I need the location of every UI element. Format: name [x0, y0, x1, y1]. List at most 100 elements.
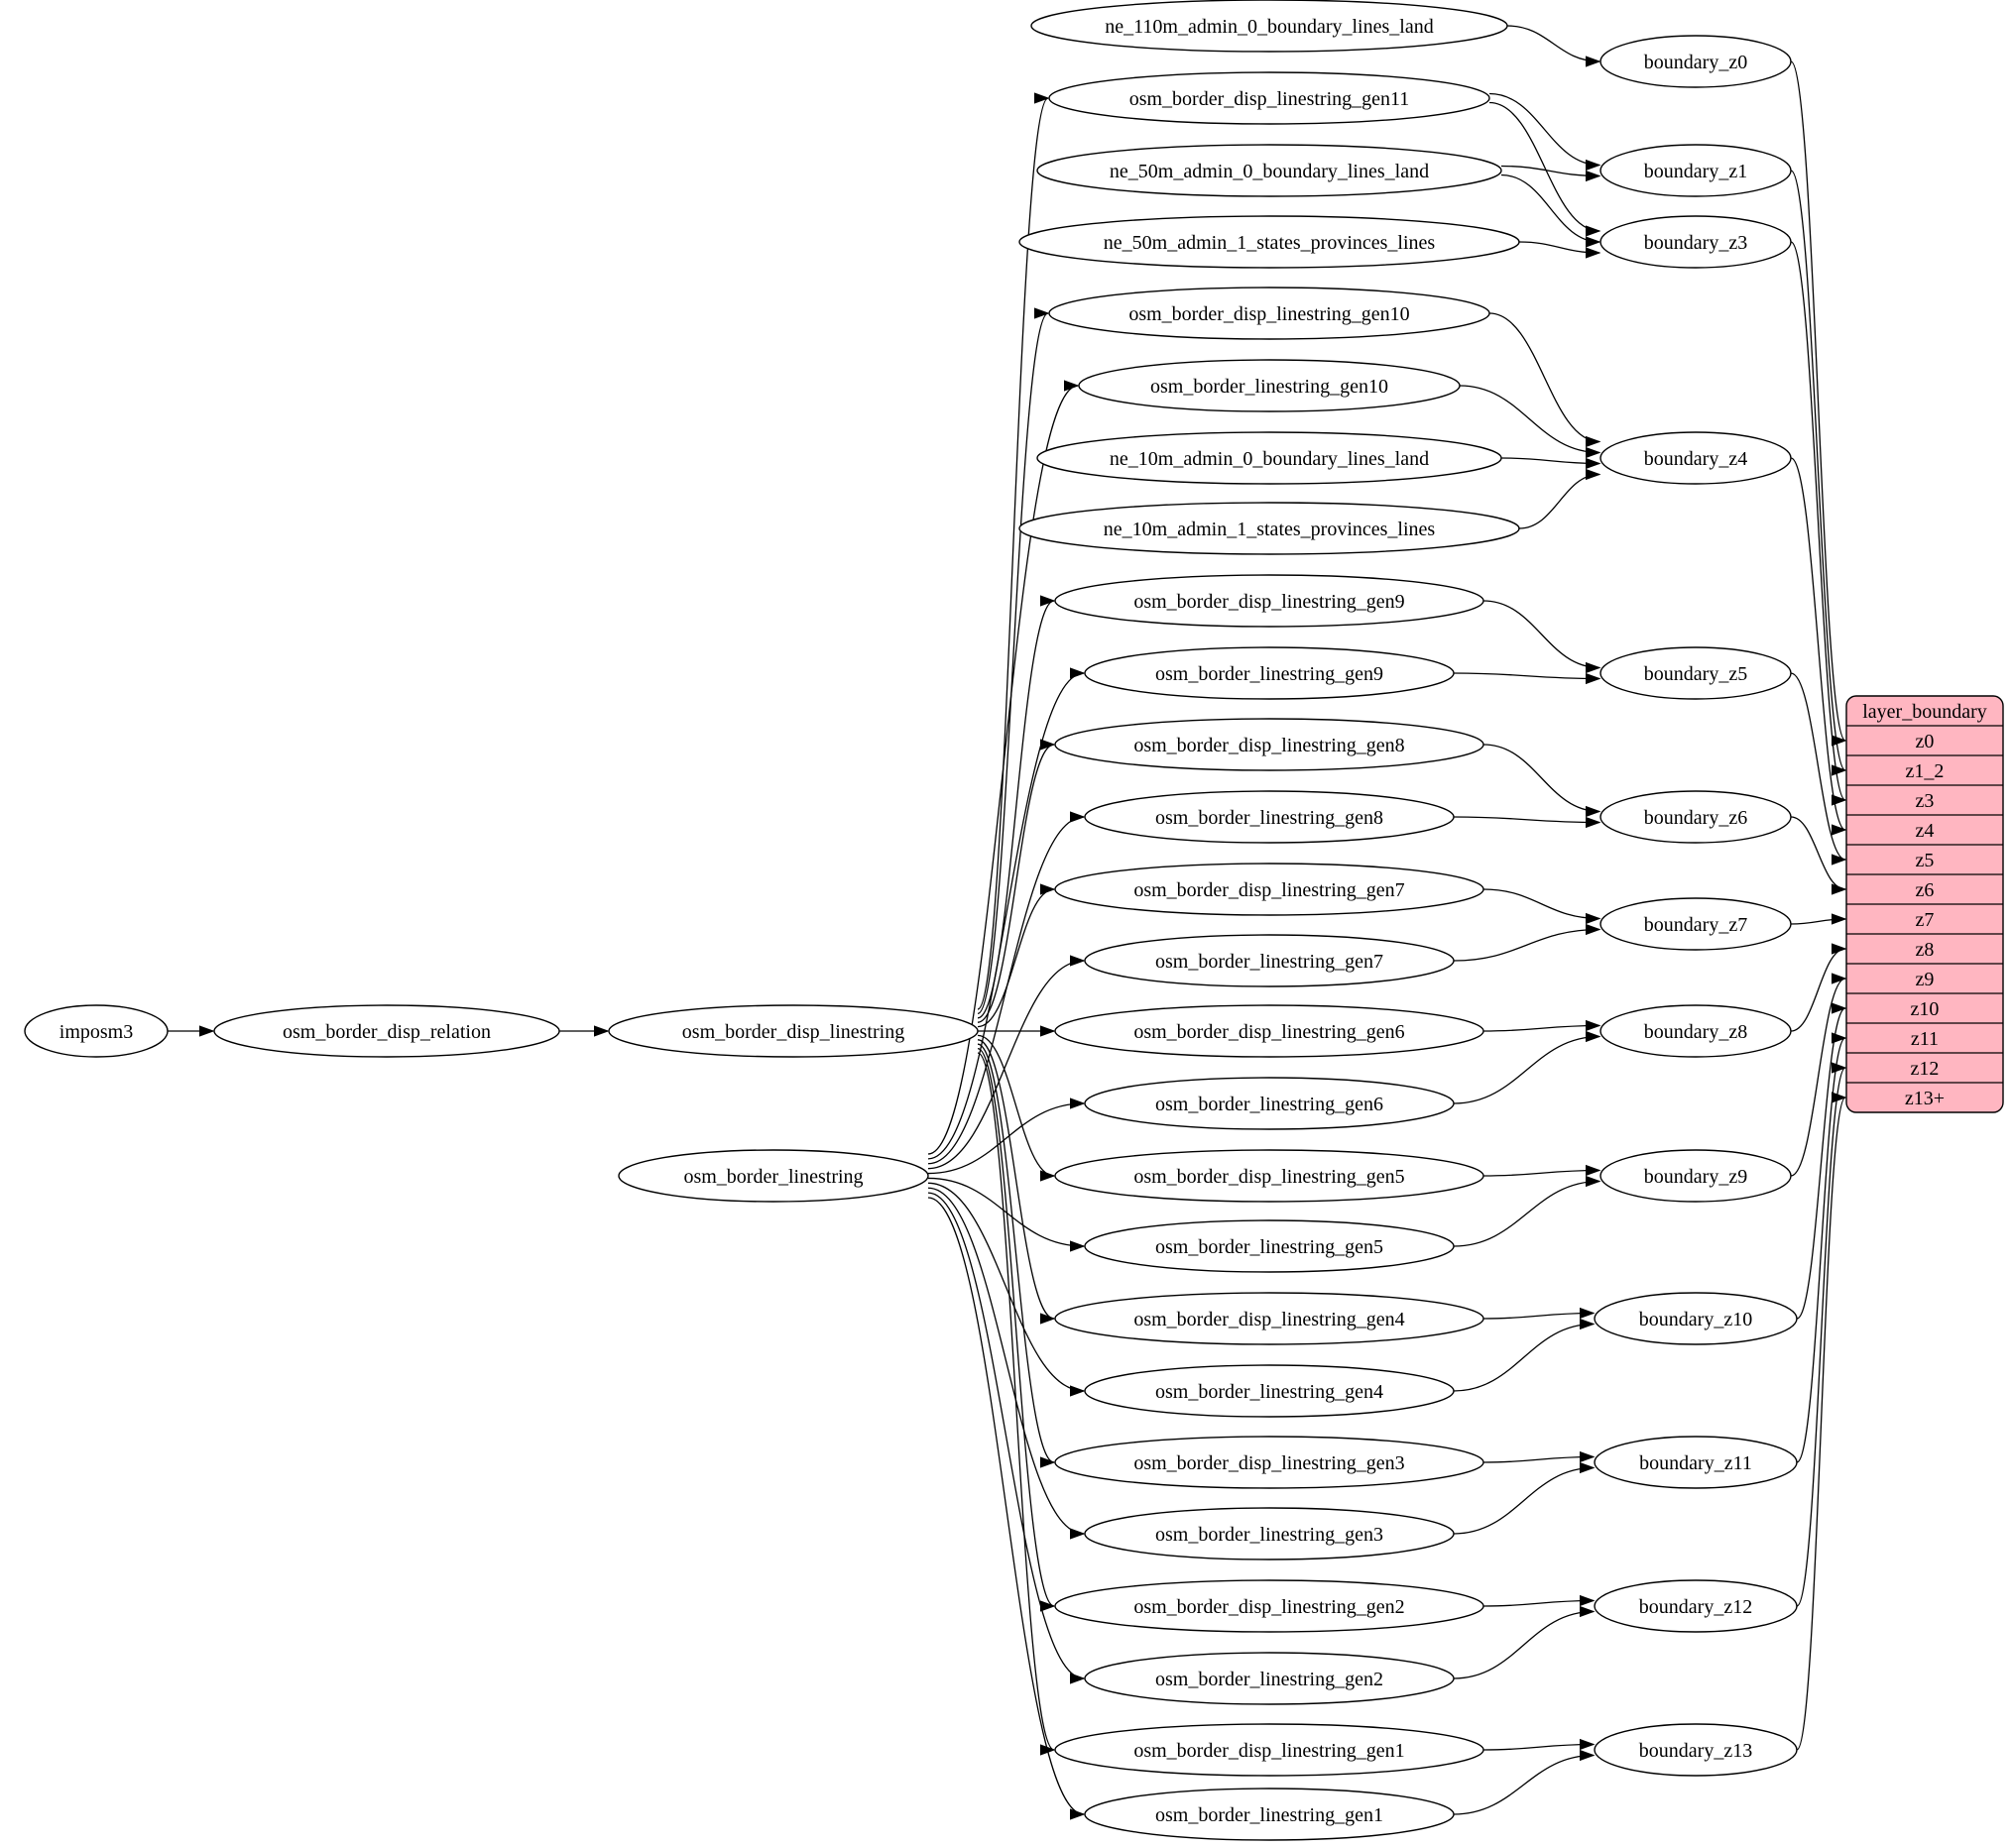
- edge-boundary_z0-to-layer_boundary_z0: [1790, 60, 1847, 747]
- node-boundary_z12: boundary_z12: [1594, 1579, 1798, 1633]
- edge-osm_border_linestring-to-osm_border_linestring_gen2: [927, 1192, 1086, 1684]
- edge-osm_border_disp_linestring-to-osm_border_disp_linestring_gen3: [977, 1043, 1056, 1468]
- node-label-boundary_z0: boundary_z0: [1644, 52, 1747, 73]
- table-row-z8: z8: [1916, 939, 1935, 961]
- edge-osm_border_linestring_gen5-to-boundary_z9: [1453, 1175, 1601, 1247]
- edge-osm_border_linestring-to-osm_border_linestring_gen1: [927, 1197, 1086, 1820]
- node-label-ne_50m_admin_0_boundary_lines_land: ne_50m_admin_0_boundary_lines_land: [1110, 161, 1429, 182]
- table-row-z0: z0: [1916, 731, 1935, 752]
- node-label-boundary_z9: boundary_z9: [1644, 1166, 1747, 1188]
- edge-ne_50m_admin_1_states_provinces_lines-to-boundary_z3: [1518, 241, 1601, 259]
- edge-boundary_z5-to-layer_boundary_z5: [1790, 672, 1847, 866]
- node-boundary_z13: boundary_z13: [1594, 1723, 1798, 1777]
- node-boundary_z7: boundary_z7: [1599, 897, 1792, 951]
- edge-osm_border_linestring-to-osm_border_linestring_gen10: [927, 380, 1080, 1155]
- node-osm_border_linestring_gen4: osm_border_linestring_gen4: [1084, 1364, 1455, 1418]
- edge-osm_border_disp_linestring_gen8-to-boundary_z6: [1482, 744, 1601, 818]
- edge-ne_50m_admin_0_boundary_lines_land-to-boundary_z3: [1500, 173, 1601, 248]
- node-label-boundary_z12: boundary_z12: [1639, 1596, 1752, 1618]
- edge-boundary_z9-to-layer_boundary_z9: [1790, 973, 1847, 1177]
- table-row-z11: z11: [1911, 1028, 1939, 1050]
- node-label-osm_border_disp_linestring_gen4: osm_border_disp_linestring_gen4: [1133, 1309, 1404, 1330]
- node-label-osm_border_linestring_gen9: osm_border_linestring_gen9: [1155, 663, 1383, 685]
- edge-ne_10m_admin_1_states_provinces_lines-to-boundary_z4: [1518, 468, 1601, 529]
- node-label-boundary_z6: boundary_z6: [1644, 807, 1747, 829]
- edge-osm_border_linestring-to-osm_border_linestring_gen8: [927, 811, 1086, 1165]
- edge-osm_border_linestring_gen1-to-boundary_z13: [1453, 1749, 1596, 1815]
- edge-boundary_z6-to-layer_boundary_z6: [1790, 816, 1847, 895]
- node-osm_border_disp_linestring: osm_border_disp_linestring: [608, 1004, 979, 1058]
- node-label-boundary_z8: boundary_z8: [1644, 1021, 1747, 1043]
- node-label-osm_border_disp_linestring_gen5: osm_border_disp_linestring_gen5: [1133, 1166, 1404, 1188]
- node-osm_border_linestring_gen1: osm_border_linestring_gen1: [1084, 1788, 1455, 1841]
- node-boundary_z8: boundary_z8: [1599, 1004, 1792, 1058]
- node-label-boundary_z10: boundary_z10: [1639, 1309, 1752, 1330]
- node-osm_border_disp_linestring_gen5: osm_border_disp_linestring_gen5: [1054, 1149, 1484, 1203]
- node-label-osm_border_linestring: osm_border_linestring: [683, 1166, 863, 1188]
- node-boundary_z0: boundary_z0: [1599, 35, 1792, 88]
- node-ne_50m_admin_0_boundary_lines_land: ne_50m_admin_0_boundary_lines_land: [1036, 144, 1502, 197]
- edge-osm_border_linestring_gen4-to-boundary_z10: [1453, 1318, 1596, 1392]
- node-ne_10m_admin_0_boundary_lines_land: ne_10m_admin_0_boundary_lines_land: [1036, 431, 1502, 485]
- edge-osm_border_linestring_gen3-to-boundary_z11: [1453, 1461, 1596, 1535]
- edge-ne_10m_admin_0_boundary_lines_land-to-boundary_z4: [1500, 457, 1601, 470]
- edges-layer: [168, 25, 1847, 1820]
- node-label-osm_border_linestring_gen5: osm_border_linestring_gen5: [1155, 1236, 1383, 1258]
- edge-osm_border_linestring_gen9-to-boundary_z5: [1453, 672, 1601, 685]
- edge-osm_border_disp_linestring_gen1-to-boundary_z13: [1482, 1738, 1596, 1751]
- node-label-osm_border_linestring_gen1: osm_border_linestring_gen1: [1155, 1804, 1383, 1826]
- node-label-boundary_z3: boundary_z3: [1644, 232, 1747, 254]
- edge-osm_border_disp_linestring_gen6-to-boundary_z8: [1482, 1019, 1601, 1032]
- edge-osm_border_linestring_gen7-to-boundary_z7: [1453, 923, 1601, 962]
- node-osm_border_linestring_gen5: osm_border_linestring_gen5: [1084, 1219, 1455, 1273]
- edge-osm_border_disp_linestring_gen3-to-boundary_z11: [1482, 1450, 1596, 1463]
- node-osm_border_linestring: osm_border_linestring: [618, 1149, 929, 1203]
- table-title: layer_boundary: [1862, 701, 1987, 723]
- table-row-z5: z5: [1916, 850, 1935, 871]
- edge-osm_border_disp_linestring_gen10-to-boundary_z4: [1488, 312, 1601, 448]
- node-label-ne_50m_admin_1_states_provinces_lines: ne_50m_admin_1_states_provinces_lines: [1104, 232, 1436, 254]
- edge-osm_border_linestring-to-osm_border_linestring_gen6: [927, 1097, 1086, 1175]
- edge-osm_border_disp_linestring-to-osm_border_disp_linestring_gen5: [977, 1034, 1056, 1182]
- edge-ne_110m_admin_0_boundary_lines_land-to-boundary_z0: [1506, 25, 1601, 67]
- edge-osm_border_disp_linestring-to-osm_border_disp_linestring_gen2: [977, 1047, 1056, 1612]
- edge-osm_border_disp_linestring-to-osm_border_disp_linestring_gen11: [977, 92, 1050, 1010]
- edge-osm_border_disp_linestring-to-osm_border_disp_linestring_gen10: [977, 307, 1050, 1015]
- node-osm_border_disp_linestring_gen7: osm_border_disp_linestring_gen7: [1054, 863, 1484, 916]
- node-label-osm_border_disp_linestring_gen6: osm_border_disp_linestring_gen6: [1133, 1021, 1404, 1043]
- table-row-z4: z4: [1916, 820, 1935, 842]
- node-osm_border_disp_linestring_gen3: osm_border_disp_linestring_gen3: [1054, 1436, 1484, 1489]
- table-node-layer_boundary: layer_boundaryz0z1_2z3z4z5z6z7z8z9z10z11…: [1845, 695, 2004, 1113]
- edge-boundary_z10-to-layer_boundary_z10: [1796, 1002, 1847, 1320]
- node-osm_border_disp_linestring_gen9: osm_border_disp_linestring_gen9: [1054, 574, 1484, 628]
- node-label-osm_border_disp_linestring_gen3: osm_border_disp_linestring_gen3: [1133, 1452, 1404, 1474]
- node-label-boundary_z4: boundary_z4: [1644, 448, 1747, 470]
- node-osm_border_disp_linestring_gen10: osm_border_disp_linestring_gen10: [1048, 287, 1490, 340]
- node-label-osm_border_disp_linestring_gen1: osm_border_disp_linestring_gen1: [1133, 1740, 1404, 1762]
- node-boundary_z9: boundary_z9: [1599, 1149, 1792, 1203]
- node-label-osm_border_disp_linestring_gen11: osm_border_disp_linestring_gen11: [1129, 88, 1410, 110]
- node-boundary_z11: boundary_z11: [1594, 1436, 1798, 1489]
- table-row-z10: z10: [1911, 998, 1940, 1020]
- node-osm_border_disp_linestring_gen6: osm_border_disp_linestring_gen6: [1054, 1004, 1484, 1058]
- node-osm_border_linestring_gen7: osm_border_linestring_gen7: [1084, 934, 1455, 987]
- node-osm_border_linestring_gen9: osm_border_linestring_gen9: [1084, 646, 1455, 700]
- table-row-z3: z3: [1916, 790, 1935, 812]
- edge-osm_border_disp_linestring_gen11-to-boundary_z3: [1488, 101, 1601, 237]
- node-osm_border_disp_linestring_gen1: osm_border_disp_linestring_gen1: [1054, 1723, 1484, 1777]
- node-osm_border_linestring_gen10: osm_border_linestring_gen10: [1078, 359, 1461, 412]
- table-row-z9: z9: [1916, 969, 1935, 990]
- edge-osm_border_disp_linestring_gen5-to-boundary_z9: [1482, 1164, 1601, 1177]
- edge-boundary_z11-to-layer_boundary_z11: [1796, 1032, 1847, 1463]
- node-osm_border_linestring_gen3: osm_border_linestring_gen3: [1084, 1507, 1455, 1560]
- node-boundary_z10: boundary_z10: [1594, 1292, 1798, 1345]
- node-label-osm_border_linestring_gen6: osm_border_linestring_gen6: [1155, 1094, 1383, 1115]
- table-row-z6: z6: [1916, 879, 1935, 901]
- edge-osm_border_disp_linestring-to-osm_border_disp_linestring_gen7: [977, 883, 1056, 1028]
- edge-osm_border_linestring_gen2-to-boundary_z12: [1453, 1605, 1596, 1679]
- edge-osm_border_linestring-to-osm_border_linestring_gen5: [927, 1177, 1086, 1252]
- node-label-osm_border_disp_linestring_gen9: osm_border_disp_linestring_gen9: [1133, 591, 1404, 613]
- edge-osm_border_linestring-to-osm_border_linestring_gen4: [927, 1182, 1086, 1397]
